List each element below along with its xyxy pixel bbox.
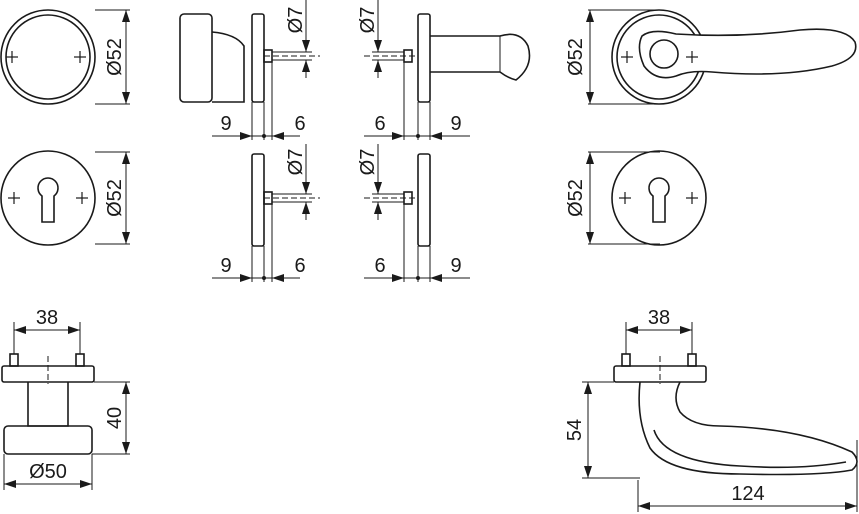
pin2-left-diameter-label: Ø7 (285, 149, 307, 176)
side2-left-b-label: 6 (294, 255, 305, 277)
lever-pin-diameter-label: Ø7 (357, 7, 379, 34)
lever-rose-front-view (611, 9, 857, 105)
knob-top-view (1, 353, 95, 455)
lever-side-right-label: 9 (450, 113, 461, 135)
lever-rose-diameter-label-top: Ø52 (565, 38, 587, 76)
escutcheon-side-view-left (251, 153, 320, 247)
knob-pin-diameter-label: Ø7 (285, 7, 307, 34)
knob-height-label: 40 (104, 407, 126, 429)
pin2-right-diameter-label: Ø7 (357, 149, 379, 176)
escutcheon-side-view-right (364, 153, 431, 247)
dimension-pin2-right: Ø7 (357, 144, 382, 220)
lever-top-view (613, 353, 858, 476)
side2-right-b-label: 9 (450, 255, 461, 277)
side2-right-a-label: 6 (374, 255, 385, 277)
rose-diameter-label-top: Ø52 (104, 38, 126, 76)
escutcheon-front-view-left (0, 150, 96, 246)
knob-side-left-label: 9 (220, 113, 231, 135)
dimension-side2-left-widths: 9 6 (212, 204, 306, 282)
dimension-rose-diameter-top: Ø52 (95, 9, 130, 105)
dimension-lever-length: 124 (637, 440, 858, 512)
lever-screw-spacing-label: 38 (648, 307, 670, 329)
rose-diameter-label-bottom: Ø52 (104, 179, 126, 217)
lever-rose-diameter-label-bottom: Ø52 (565, 179, 587, 217)
lever-side-view (364, 13, 531, 103)
escutcheon-front-view-right (611, 150, 707, 246)
dimension-side2-right-widths: 6 9 (364, 204, 470, 282)
knob-screw-spacing-label: 38 (36, 307, 58, 329)
knob-side-right-label: 6 (294, 113, 305, 135)
lever-height-label: 54 (564, 419, 586, 441)
lever-side-left-label: 6 (374, 113, 385, 135)
knob-rose-front-view (0, 9, 96, 105)
knob-side-view (179, 13, 320, 103)
dimension-pin2-left: Ø7 (285, 144, 310, 220)
dimension-rose-diameter-bottom: Ø52 (95, 151, 130, 245)
lever-length-label: 124 (731, 483, 764, 505)
dimension-knob-height: 40 (92, 381, 130, 455)
dimension-lever-rose-diameter-top: Ø52 (565, 9, 660, 105)
dimension-knob-pin-diameter: Ø7 (285, 0, 310, 78)
dimension-knob-diameter: Ø50 (3, 454, 93, 490)
dimension-knob-side-widths: 9 6 (212, 62, 306, 140)
side2-left-a-label: 9 (220, 255, 231, 277)
dimension-lever-height: 54 (564, 381, 640, 479)
dimension-lever-pin-diameter: Ø7 (357, 0, 382, 78)
dimension-lever-side-widths: 6 9 (364, 62, 470, 140)
dimension-knob-screw-spacing: 38 (13, 307, 81, 354)
knob-diameter-label: Ø50 (29, 461, 67, 483)
dimension-lever-screw-spacing: 38 (625, 307, 693, 354)
